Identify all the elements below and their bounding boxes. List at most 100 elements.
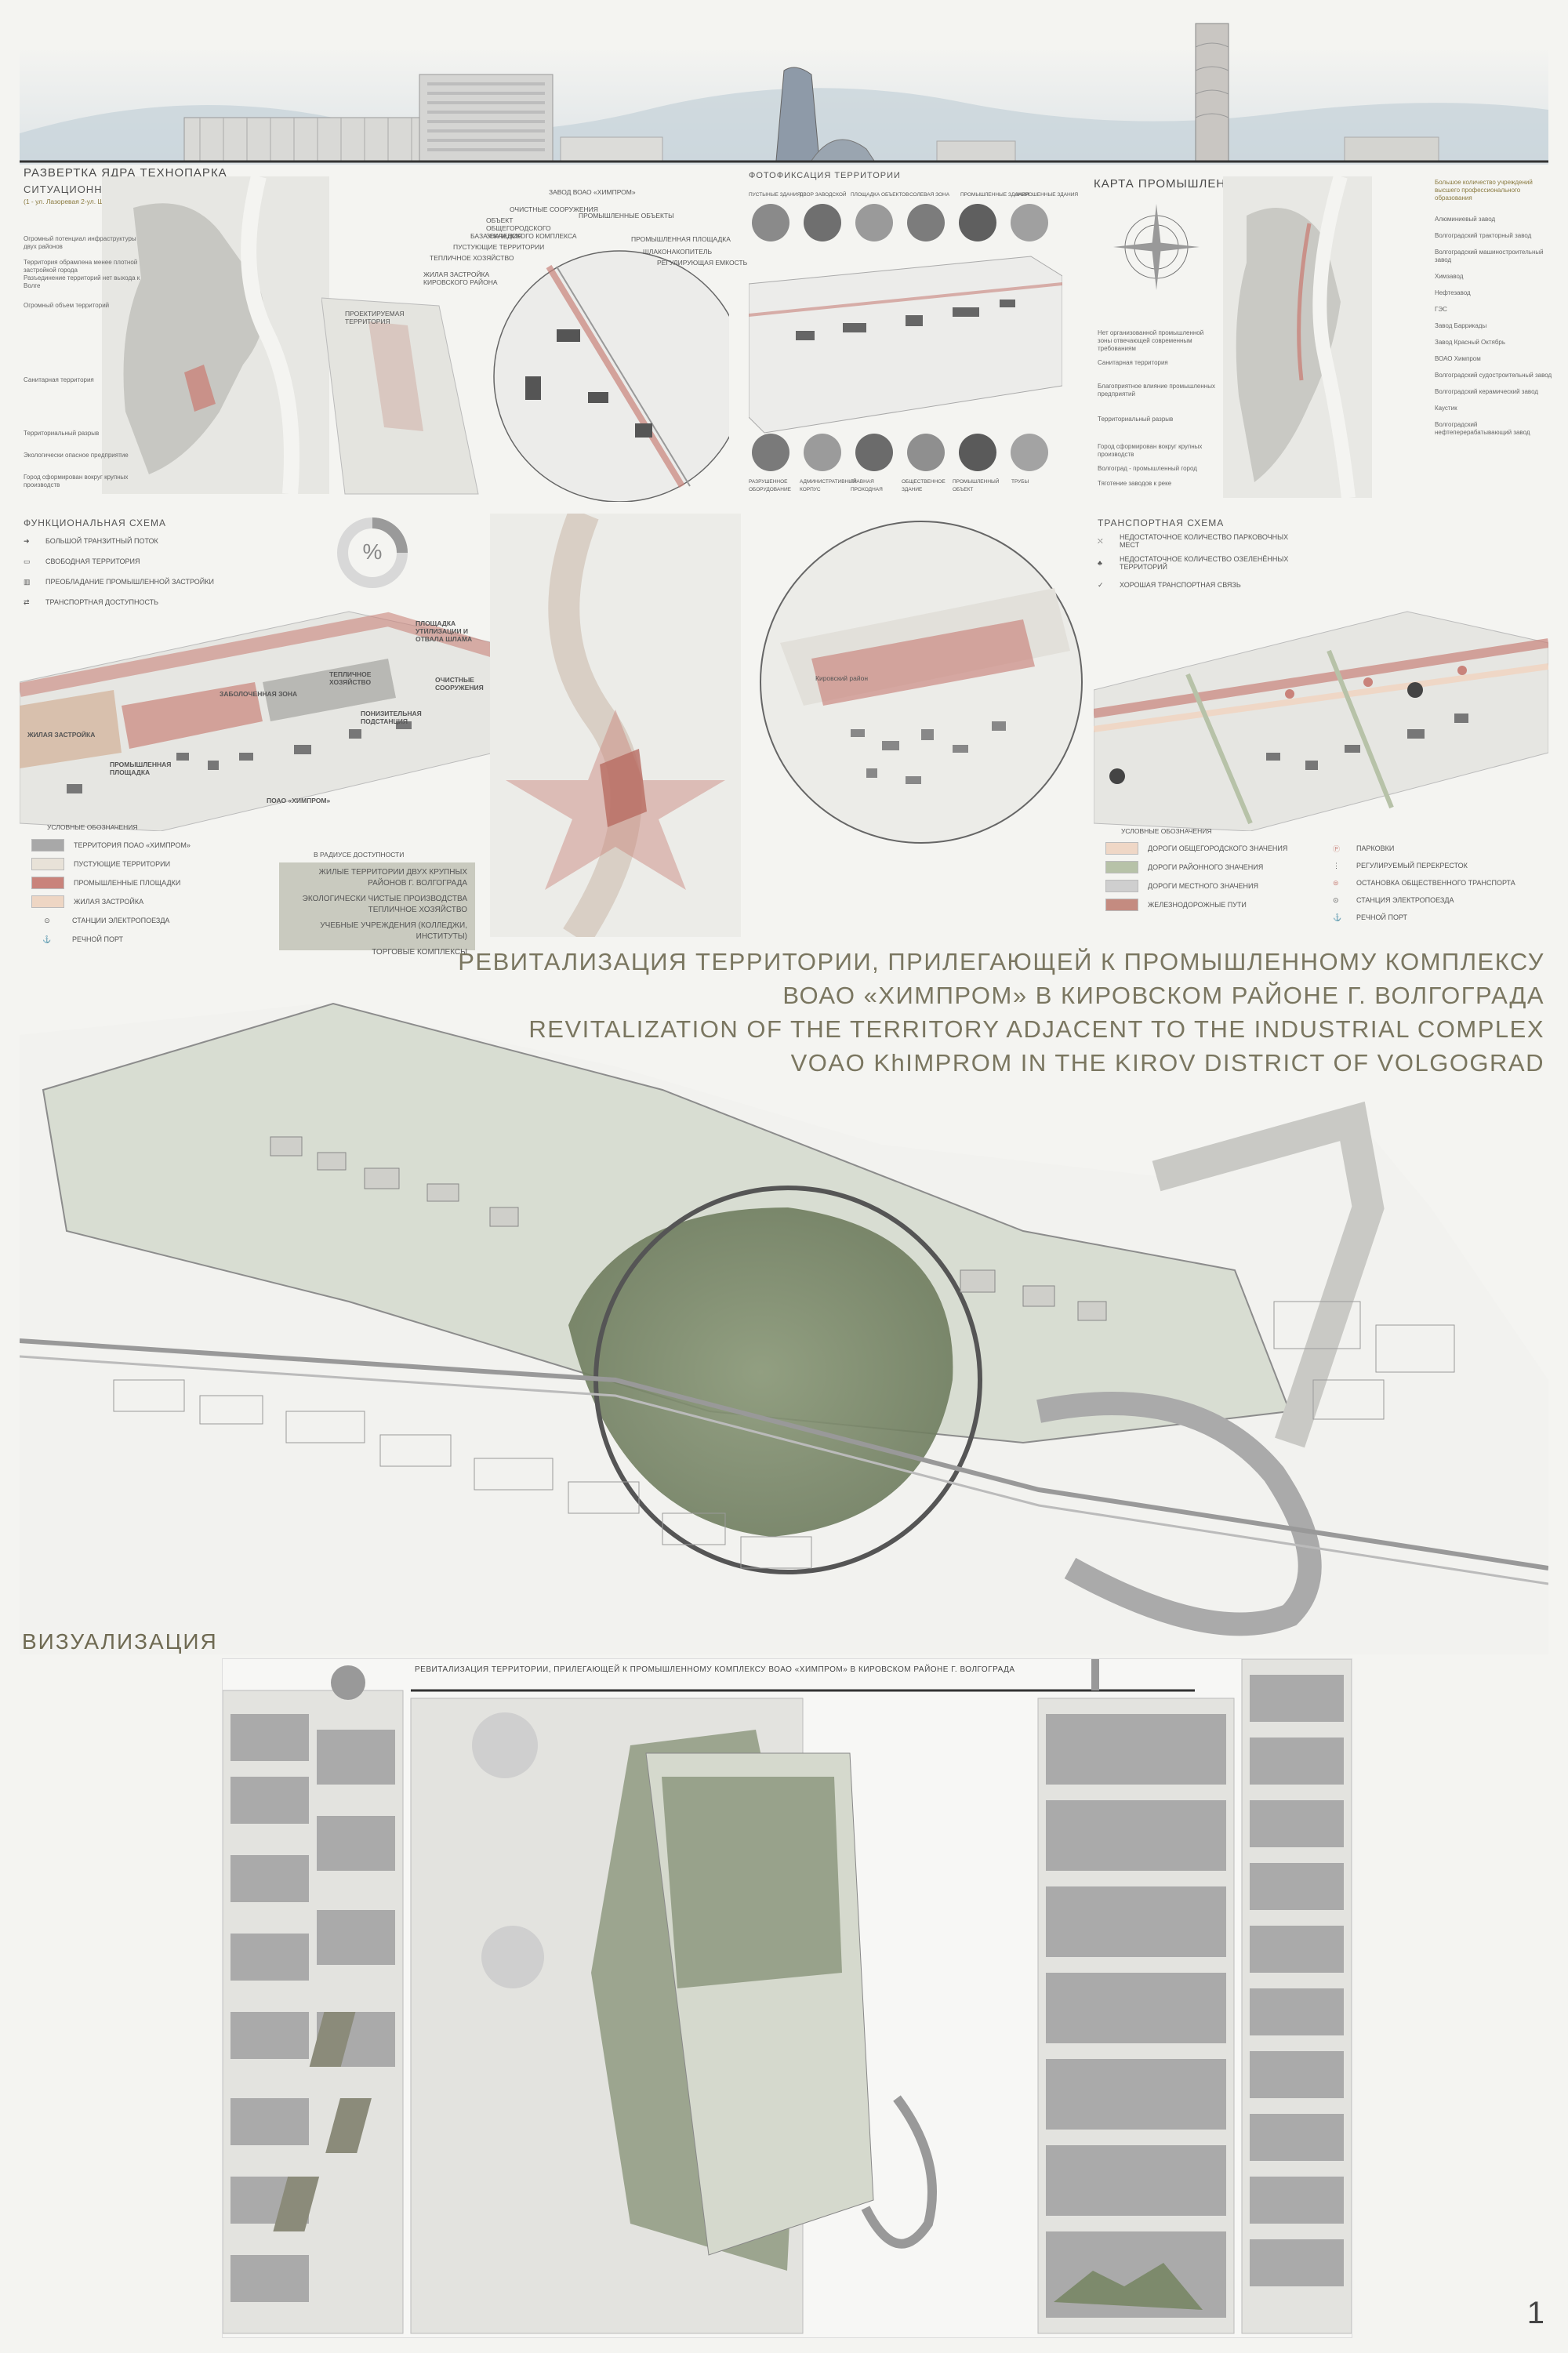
good-transport-icon: ✓	[1098, 580, 1104, 589]
convention-row: ПУСТУЮЩИЕ ТЕРРИТОРИИ	[31, 856, 267, 872]
title-line-ru-1: РЕВИТАЛИЗАЦИЯ ТЕРРИТОРИИ, ПРИЛЕГАЮЩЕЙ К …	[458, 948, 1544, 975]
sit-note-5: Санитарная территория	[24, 376, 94, 383]
sit-note-3: Разъединение территорий нет выхода к Вол…	[24, 274, 140, 289]
title-line-ru-2: ВОАО «ХИМПРОМ» В КИРОВСКОМ РАЙОНЕ Г. ВОЛ…	[782, 982, 1544, 1009]
convention-swatch	[1105, 880, 1138, 892]
river-port-icon: ⚓	[1333, 913, 1342, 921]
sit-label-10: РЕГУЛИРУЮЩАЯ ЕМКОСТЬ	[657, 259, 748, 267]
factory-icon: ▥	[24, 577, 31, 586]
board-title: РЕВИТАЛИЗАЦИЯ ТЕРРИТОРИИ, ПРИЛЕГАЮЩЕЙ К …	[415, 1665, 1015, 1674]
convention-swatch	[31, 839, 64, 852]
fmap-label-1: ПРОМЫШЛЕННАЯ ПЛОЩАДКА	[110, 761, 172, 776]
sit-label-8: ПРОМЫШЛЕННАЯ ПЛОЩАДКА	[631, 235, 731, 243]
photo-fix-title: ФОТОФИКСАЦИЯ ТЕРРИТОРИИ	[749, 171, 901, 180]
ind-note-7: Тяготение заводов к реке	[1098, 480, 1172, 487]
page-number: 1	[1526, 2296, 1544, 2330]
ind-note-2: Санитарная территория	[1098, 359, 1168, 366]
functional-title: ФУНКЦИОНАЛЬНАЯ СХЕМА	[24, 517, 167, 528]
transport-legend: ⛌НЕДОСТАТОЧНОЕ КОЛИЧЕСТВО ПАРКОВОЧНЫХ МЕ…	[1098, 533, 1301, 599]
industry-map	[1223, 176, 1372, 498]
ind-note-4: Территориальный разрыв	[1098, 416, 1174, 423]
convention-swatch	[31, 858, 64, 870]
situational-zoom	[321, 235, 729, 502]
photo-top-label-0: ПУСТЫНЫЕ ЗДАНИЯ	[749, 192, 801, 198]
convention-swatch	[31, 877, 64, 889]
sit-label-7: ЖИЛАЯ ЗАСТРОЙКА КИРОВСКОГО РАЙОНА	[423, 271, 498, 286]
circle-zoom-map	[757, 517, 1086, 847]
photo-bottom-label-5: ТРУБЫ	[1011, 479, 1029, 485]
industry-item: Волгоградский судостроительный завод	[1435, 372, 1552, 379]
photo-top-label-3: СОЛЕВАЯ ЗОНА	[909, 192, 950, 198]
percent-donut: %	[337, 517, 408, 588]
convention-row: ДОРОГИ МЕСТНОГО ЗНАЧЕНИЯ	[1105, 878, 1325, 894]
reach-item: ЭКОЛОГИЧЕСКИ ЧИСТЫЕ ПРОИЗВОДСТВА ТЕПЛИЧН…	[302, 895, 467, 914]
sit-note-1: Огромный потенциал инфраструктуры двух р…	[24, 235, 136, 250]
convention-row: ⊙СТАНЦИИ ЭЛЕКТРОПОЕЗДА	[31, 913, 267, 928]
convention-row: ДОРОГИ РАЙОННОГО ЗНАЧЕНИЯ	[1105, 859, 1325, 875]
parking-shortage-icon: ⛌	[1098, 536, 1103, 545]
fmap-label-0: ЖИЛАЯ ЗАСТРОЙКА	[27, 731, 96, 739]
reach-item: ТОРГОВЫЕ КОМПЛЕКСЫ	[372, 948, 467, 957]
circle-map-label: Кировский район	[815, 674, 869, 682]
legend-row: ▥ПРЕОБЛАДАНИЕ ПРОМЫШЛЕННОЙ ЗАСТРОЙКИ	[24, 577, 214, 586]
ind-note-5: Город сформирован вокруг крупных произво…	[1098, 443, 1203, 458]
transport-title: ТРАНСПОРТНАЯ СХЕМА	[1098, 517, 1225, 528]
legend-row: ♣НЕДОСТАТОЧНОЕ КОЛИЧЕСТВО ОЗЕЛЕНЁННЫХ ТЕ…	[1098, 555, 1289, 571]
transport-conventions-title: УСЛОВНЫЕ ОБОЗНАЧЕНИЯ	[1121, 827, 1212, 835]
industry-item: Волгоградский машиностроительный завод	[1435, 249, 1544, 263]
project-title: РЕВИТАЛИЗАЦИЯ ТЕРРИТОРИИ, ПРИЛЕГАЮЩЕЙ К …	[458, 945, 1544, 1080]
fmap-label-5: ОЧИСТНЫЕ СООРУЖЕНИЯ	[435, 676, 484, 692]
legend-row: ⛌НЕДОСТАТОЧНОЕ КОЛИЧЕСТВО ПАРКОВОЧНЫХ МЕ…	[1098, 533, 1289, 549]
photo-bottom-label-1: АДМИНИСТРАТИВНЫЙ КОРПУС	[800, 479, 857, 492]
industry-item: Нефтезавод	[1435, 289, 1471, 296]
sit-label-0: ЗАВОД ВОАО «ХИМПРОМ»	[549, 188, 636, 196]
river-port-icon: ⚓	[42, 935, 52, 943]
transport-icon: ⇄	[24, 597, 30, 606]
industry-item: Каустик	[1435, 405, 1457, 412]
industry-item: Завод Красный Октябрь	[1435, 339, 1506, 346]
fmap-label-7: ПОАО «ХИМПРОМ»	[267, 797, 331, 804]
reach-title: В РАДИУСЕ ДОСТУПНОСТИ	[314, 851, 405, 859]
photo-fix-panel	[749, 182, 1062, 496]
photo-top-label-4: ПРОМЫШЛЕННЫЕ ЗДАНИЯ	[960, 192, 1029, 198]
industry-list: Алюминиевый завод Волгоградский тракторн…	[1435, 216, 1552, 445]
reach-item: УЧЕБНЫЕ УЧРЕЖДЕНИЯ (КОЛЛЕДЖИ, ИНСТИТУТЫ)	[320, 921, 467, 941]
functional-legend: ➜БОЛЬШОЙ ТРАНЗИТНЫЙ ПОТОК ▭СВОБОДНАЯ ТЕР…	[24, 533, 243, 615]
convention-row: ⚓РЕЧНОЙ ПОРТ	[1333, 913, 1408, 922]
sit-note-6: Территориальный разрыв	[24, 430, 100, 437]
sit-note-8: Город сформирован вокруг крупных произво…	[24, 474, 129, 488]
photo-bottom-label-0: РАЗРУШЕННОЕ ОБОРУДОВАНИЕ	[749, 479, 791, 492]
train-station-icon: ⊙	[1333, 895, 1339, 904]
legend-row: ➜БОЛЬШОЙ ТРАНЗИТНЫЙ ПОТОК	[24, 536, 158, 546]
industry-item: Алюминиевый завод	[1435, 216, 1496, 223]
tech-park-title: РАЗВЕРТКА ЯДРА ТЕХНОПАРКА	[24, 166, 227, 180]
train-station-icon: ⊙	[44, 916, 50, 924]
traffic-light-icon: ⋮	[1333, 861, 1340, 870]
sit-label-5: ПУСТУЮЩИЕ ТЕРРИТОРИИ	[453, 243, 545, 251]
convention-row: ПРОМЫШЛЕННЫЕ ПЛОЩАДКИ	[31, 875, 267, 891]
situational-map	[102, 176, 329, 494]
star-map	[490, 514, 741, 937]
sit-label-11: ПРОЕКТИРУЕМАЯ ТЕРРИТОРИЯ	[345, 310, 405, 325]
parking-icon: Ⓟ	[1333, 844, 1341, 853]
industry-header: Большое количество учреждений высшего пр…	[1435, 179, 1533, 202]
ind-note-6: Волгоград - промышленный город	[1098, 465, 1197, 472]
photo-top-label-5: ЗАБРОШЕННЫЕ ЗДАНИЯ	[1015, 192, 1079, 198]
visualization-title: ВИЗУАЛИЗАЦИЯ	[22, 1629, 218, 1654]
convention-row: ТЕРРИТОРИЯ ПОАО «ХИМПРОМ»	[31, 837, 267, 853]
convention-swatch	[1105, 861, 1138, 873]
convention-row: ДОРОГИ ОБЩЕГОРОДСКОГО ЗНАЧЕНИЯ	[1105, 841, 1325, 856]
fmap-label-6: ПЛОЩАДКА УТИЛИЗАЦИИ И ОТВАЛА ШЛАМА	[416, 619, 473, 643]
transport-map	[1094, 596, 1548, 831]
industry-item: ВОАО Химпром	[1435, 355, 1481, 362]
convention-row: ⊙СТАНЦИЯ ЭЛЕКТРОПОЕЗДА	[1333, 895, 1454, 905]
sit-note-7: Экологически опасное предприятие	[24, 452, 129, 459]
ind-note-1: Нет организованной промышленной зоны отв…	[1098, 329, 1204, 352]
board-preview: РЕВИТАЛИЗАЦИЯ ТЕРРИТОРИИ, ПРИЛЕГАЮЩЕЙ К …	[222, 1658, 1352, 2338]
functional-conventions-title: УСЛОВНЫЕ ОБОЗНАЧЕНИЯ	[47, 823, 138, 831]
ind-note-3: Благоприятное влияние промышленных предп…	[1098, 383, 1215, 398]
transport-conventions-left: ДОРОГИ ОБЩЕГОРОДСКОГО ЗНАЧЕНИЯ ДОРОГИ РА…	[1105, 841, 1325, 916]
reach-box: ЖИЛЫЕ ТЕРРИТОРИИ ДВУХ КРУПНЫХ РАЙОНОВ Г.…	[279, 862, 475, 957]
panorama-elevation	[20, 16, 1548, 165]
